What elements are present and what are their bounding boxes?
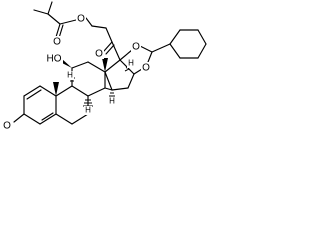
a-ring [13, 85, 57, 125]
cyclohexyl-ring [169, 29, 207, 59]
h-c16-label: H [128, 59, 134, 68]
d-ring [104, 59, 135, 91]
ester-oxygen-label: O [77, 14, 85, 25]
isobutyrate-group [33, 1, 107, 39]
b-ring [55, 85, 89, 125]
stereo-marks [53, 58, 131, 107]
h-c9-label: H [67, 71, 73, 80]
h-c8-label: H [85, 106, 91, 115]
c20-oxygen-label: O [95, 49, 103, 60]
atom-labels: O O O O O HO O H H H H [2, 13, 151, 132]
chemical-structure: O O O O O HO O H H H H [2, 1, 207, 132]
acetal-oxygen-upper-label: O [132, 42, 140, 53]
hydroxyl-label: HO [47, 54, 62, 65]
h-c14-label: H [109, 97, 115, 106]
ester-carbonyl-oxygen-label: O [53, 37, 61, 48]
ketone-oxygen-label: O [3, 121, 11, 132]
acetal-oxygen-lower-label: O [142, 63, 150, 74]
c20-carbonyl [103, 27, 121, 61]
